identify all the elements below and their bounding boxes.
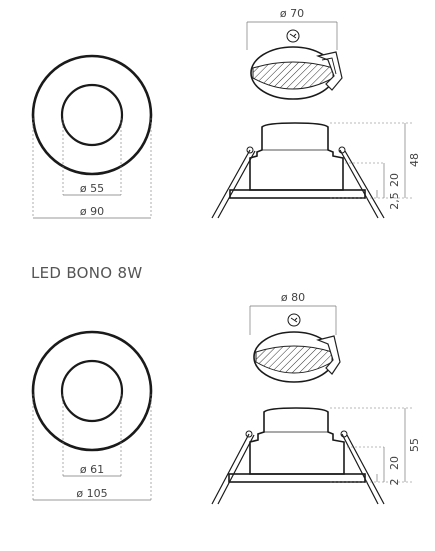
bottom-front-view: ø 61 ø 105 [31, 330, 153, 501]
top-side-view: 48 20 2,5 [211, 122, 421, 219]
top-front-view: ø 55 ø 90 [31, 54, 153, 219]
top-flange-label: 2,5 [388, 192, 401, 210]
rotate-icon [287, 313, 301, 327]
bottom-cutout-diameter-label: ø 80 [281, 291, 305, 304]
bottom-flange-label: 2 [388, 479, 401, 486]
top-clip-label: 20 [388, 173, 401, 187]
bottom-inner-diameter-label: ø 61 [80, 463, 104, 476]
bottom-outer-diameter-label: ø 105 [76, 487, 107, 500]
top-product: ø 55 ø 90 ø 70 [31, 7, 421, 219]
rotate-icon [286, 29, 300, 43]
top-cutout-diameter-label: ø 70 [280, 7, 304, 20]
top-outer-diameter-label: ø 90 [80, 205, 104, 218]
top-inner-diameter-label: ø 55 [80, 182, 104, 195]
bottom-side-view: 55 20 2 [211, 407, 421, 505]
bottom-product: ø 61 ø 105 ø 80 [31, 291, 421, 505]
top-height-label: 48 [408, 153, 421, 167]
bottom-height-label: 55 [408, 438, 421, 452]
bottom-clip-label: 20 [388, 456, 401, 470]
product-heading: LED BONO 8W [31, 264, 142, 282]
top-cutout-view: ø 70 [246, 7, 343, 100]
bottom-cutout-view: ø 80 [249, 291, 341, 383]
